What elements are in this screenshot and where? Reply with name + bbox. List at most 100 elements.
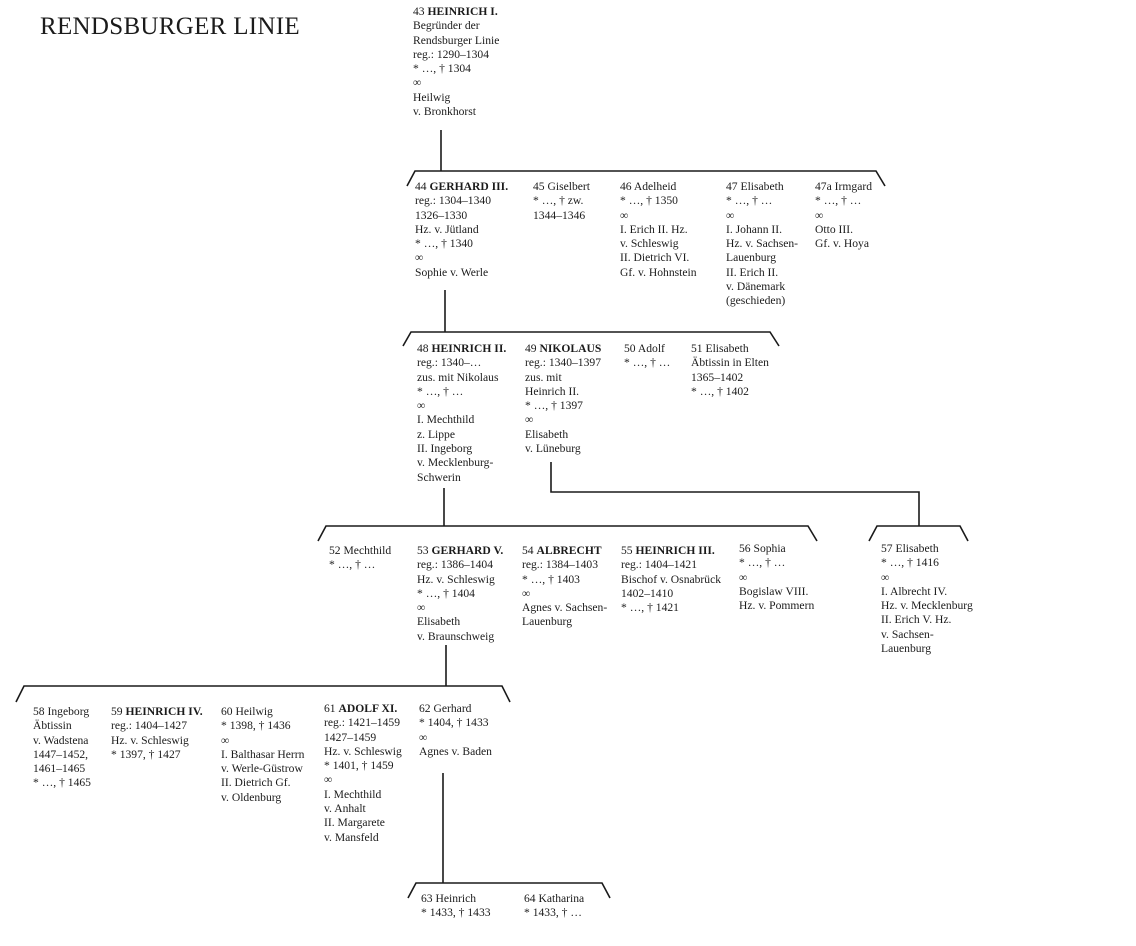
person-detail-line: 1344–1346 (533, 208, 586, 222)
person-detail-line: reg.: 1340–… (417, 356, 482, 370)
person-detail-line: * …, † 1397 (525, 399, 583, 413)
person-detail-line: v. Wadstena (33, 733, 89, 747)
person-detail-line: * 1433, † … (524, 906, 582, 920)
person-heading: 56 Sophia (739, 542, 814, 556)
person-detail-line: v. Werle-Güstrow (221, 762, 303, 776)
person-name: Heilwig (235, 705, 273, 718)
person-detail-line: II. Dietrich VI. (620, 251, 690, 265)
person-detail-line: * …, † … (815, 194, 862, 208)
person-number: 53 (417, 544, 429, 557)
person-heading: 43 HEINRICH I. (413, 5, 499, 19)
person-detail-line: Agnes v. Baden (419, 744, 492, 758)
person-detail-line: II. Ingeborg (417, 442, 473, 456)
person-detail-line: v. Lüneburg (525, 442, 581, 456)
person-number: 63 (421, 892, 433, 905)
person-name: HEINRICH I. (427, 5, 498, 18)
person-heading: 50 Adolf (624, 342, 670, 356)
person-detail-line: 1461–1465 (33, 762, 86, 776)
person-detail-line: * …, † 1404 (417, 586, 475, 600)
person-60-heilwig: 60 Heilwig* 1398, † 1436∞I. Balthasar He… (221, 705, 304, 805)
person-heading: 47 Elisabeth (726, 180, 798, 194)
person-detail-line: * …, † … (329, 558, 376, 572)
person-detail-line: Sophie v. Werle (415, 265, 489, 279)
person-detail-line: * 1401, † 1459 (324, 759, 394, 773)
person-detail-line: I. Mechthild (417, 413, 475, 427)
person-name: ALBRECHT (536, 544, 602, 557)
person-detail-line: 1447–1452, (33, 747, 89, 761)
person-detail-line: * 1433, † 1433 (421, 906, 491, 920)
person-name: Adolf (637, 342, 665, 355)
person-57-elisabeth: 57 Elisabeth* …, † 1416∞I. Albrecht IV.H… (881, 542, 973, 656)
person-detail-line: Bogislaw VIII. (739, 584, 809, 598)
person-detail-line: Otto III. (815, 222, 853, 236)
person-detail-line: v. Schleswig (620, 237, 679, 251)
person-detail-line: v. Anhalt (324, 802, 366, 816)
person-detail-line: 1402–1410 (621, 586, 674, 600)
person-detail-line: 1427–1459 (324, 730, 377, 744)
person-name: HEINRICH II. (431, 342, 507, 355)
person-detail-line: I. Erich II. Hz. (620, 222, 688, 236)
person-number: 46 (620, 180, 632, 193)
marriage-symbol: ∞ (739, 570, 748, 584)
person-name: Elisabeth (705, 342, 749, 355)
person-number: 48 (417, 342, 429, 355)
person-detail-line: Lauenburg (881, 642, 932, 656)
person-detail-line: Hz. v. Jütland (415, 222, 479, 236)
person-number: 60 (221, 705, 233, 718)
person-detail-line: II. Dietrich Gf. (221, 776, 291, 790)
person-number: 50 (624, 342, 636, 355)
person-name: Sophia (753, 542, 786, 555)
person-number: 52 (329, 544, 341, 557)
person-56-sophia: 56 Sophia* …, † …∞Bogislaw VIII.Hz. v. P… (739, 542, 814, 613)
person-detail-line: Lauenburg (726, 251, 777, 265)
person-detail-line: Heinrich II. (525, 384, 580, 398)
person-number: 62 (419, 702, 431, 715)
person-heading: 46 Adelheid (620, 180, 697, 194)
person-detail-line: * …, † zw. (533, 194, 584, 208)
person-detail-line: reg.: 1304–1340 (415, 194, 491, 208)
person-heading: 52 Mechthild (329, 544, 391, 558)
person-heading: 44 GERHARD III. (415, 180, 508, 194)
person-detail-line: Bischof v. Osnabrück (621, 572, 722, 586)
person-detail-line: (geschieden) (726, 294, 786, 308)
person-heading: 62 Gerhard (419, 702, 492, 716)
person-detail-line: reg.: 1290–1304 (413, 47, 489, 61)
person-detail-line: * …, † 1465 (33, 776, 91, 790)
marriage-symbol: ∞ (620, 208, 629, 222)
person-detail-line: * …, † 1350 (620, 194, 678, 208)
person-heading: 64 Katharina (524, 892, 584, 906)
marriage-symbol: ∞ (221, 733, 230, 747)
person-heading: 51 Elisabeth (691, 342, 769, 356)
person-detail-line: Hz. v. Sachsen- (726, 237, 799, 251)
person-number: 58 (33, 705, 45, 718)
person-detail-line: * …, † … (417, 384, 464, 398)
connector-gerhard-v-children (15, 645, 511, 703)
person-detail-line: v. Mansfeld (324, 830, 379, 844)
person-detail-line: Äbtissin in Elten (691, 356, 769, 370)
person-heading: 48 HEINRICH II. (417, 342, 506, 356)
person-detail-line: Lauenburg (522, 615, 573, 629)
person-detail-line: reg.: 1421–1459 (324, 716, 400, 730)
person-detail-line: II. Erich II. (726, 265, 779, 279)
person-50-adolf: 50 Adolf* …, † … (624, 342, 670, 371)
marriage-symbol: ∞ (413, 76, 422, 90)
marriage-symbol: ∞ (324, 773, 333, 787)
person-detail-line: I. Mechthild (324, 787, 382, 801)
marriage-symbol: ∞ (417, 601, 426, 615)
connector-nikolaus-children (550, 462, 969, 542)
marriage-symbol: ∞ (525, 413, 534, 427)
person-number: 64 (524, 892, 536, 905)
person-detail-line: z. Lippe (417, 427, 455, 441)
person-detail-line: v. Oldenburg (221, 790, 282, 804)
person-number: 57 (881, 542, 893, 555)
person-heading: 60 Heilwig (221, 705, 304, 719)
